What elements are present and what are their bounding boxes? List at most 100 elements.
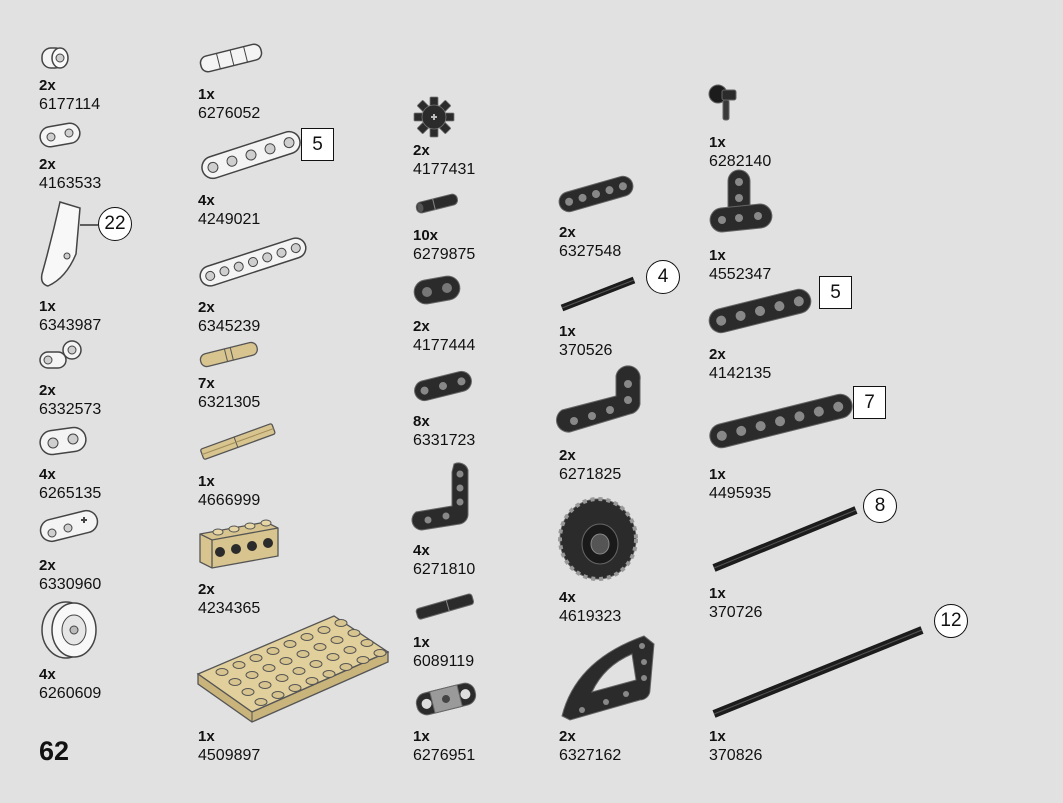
part-number: 4552347: [709, 266, 772, 283]
axle-4-icon: [560, 276, 636, 312]
part-quantity: 1x: [413, 728, 430, 745]
curved-panel-black-icon: [561, 635, 655, 721]
part-number: 6260609: [39, 685, 102, 702]
pin-tan-icon: [199, 341, 258, 368]
brick-1x4-tan-icon: [199, 519, 279, 569]
axle-8-icon: [712, 506, 858, 572]
part-quantity: 8x: [413, 413, 430, 430]
part-number: 6282140: [709, 153, 772, 170]
part-quantity: 1x: [198, 473, 215, 490]
part-number: 6279875: [413, 246, 476, 263]
part-number: 6321305: [198, 394, 261, 411]
part-number: 6343987: [39, 317, 102, 334]
length-badge: 4: [646, 260, 680, 294]
panel-white-icon: [40, 201, 98, 287]
part-number: 6089119: [413, 653, 475, 670]
pin-long-white-icon: [199, 43, 263, 73]
length-badge: 8: [863, 489, 897, 523]
cross-block-icon: [415, 682, 477, 716]
part-number: 6331723: [413, 432, 476, 449]
axle-pin-black-icon: [415, 593, 475, 620]
beam-5-thick-black-icon: [708, 288, 812, 334]
part-number: 6271810: [413, 561, 476, 578]
part-quantity: 1x: [709, 585, 726, 602]
part-number: 4177431: [413, 161, 476, 178]
part-quantity: 2x: [39, 156, 56, 173]
beam-5-black-icon: [558, 175, 634, 213]
length-badge: 22: [98, 207, 132, 241]
t-beam-black-icon: [709, 169, 773, 233]
pin-connector-white-icon: [39, 340, 82, 369]
part-quantity: 2x: [413, 318, 430, 335]
part-quantity: 4x: [413, 542, 430, 559]
axle-tan-icon: [200, 423, 276, 460]
l-beam-black-icon: [556, 365, 641, 433]
part-number: 4142135: [709, 365, 772, 382]
beam-5-white-icon: [201, 130, 301, 180]
part-quantity: 10x: [413, 227, 439, 244]
part-number: 4509897: [198, 747, 261, 764]
part-quantity: 1x: [709, 134, 726, 151]
part-quantity: 2x: [198, 299, 215, 316]
page-number: 62: [39, 736, 70, 766]
part-number: 4495935: [709, 485, 772, 502]
part-number: 6330960: [39, 576, 102, 593]
part-quantity: 2x: [559, 224, 576, 241]
part-number: 4163533: [39, 175, 102, 192]
part-quantity: 1x: [413, 634, 430, 651]
part-quantity: 4x: [39, 466, 56, 483]
part-quantity: 2x: [39, 557, 56, 574]
length-badge: 12: [934, 604, 968, 638]
beam-3-axle-white-icon: [39, 509, 99, 543]
part-number: 6332573: [39, 401, 102, 418]
beam-2-white-icon: [39, 122, 81, 148]
part-quantity: 1x: [709, 728, 726, 745]
part-number: 370826: [709, 747, 763, 764]
part-number: 6271825: [559, 466, 622, 483]
angle-beam-black-icon: [411, 462, 469, 531]
part-number: 370726: [709, 604, 763, 621]
part-number: 4619323: [559, 608, 622, 625]
plate-4x8-tan-icon: [196, 615, 390, 723]
part-quantity: 1x: [709, 247, 726, 264]
part-quantity: 2x: [709, 346, 726, 363]
part-number: 6276951: [413, 747, 476, 764]
beam-7-thick-black-icon: [709, 393, 853, 449]
part-quantity: 1x: [39, 298, 56, 315]
part-number: 370526: [559, 342, 613, 359]
part-quantity: 1x: [709, 466, 726, 483]
part-quantity: 1x: [198, 728, 215, 745]
part-quantity: 7x: [198, 375, 215, 392]
part-quantity: 2x: [39, 77, 56, 94]
part-quantity: 1x: [198, 86, 215, 103]
length-badge: 5: [819, 276, 852, 309]
part-number: 4234365: [198, 600, 261, 617]
part-number: 6327162: [559, 747, 622, 764]
part-number: 6276052: [198, 105, 261, 122]
part-number: 4177444: [413, 337, 476, 354]
length-badge: 7: [853, 386, 886, 419]
part-quantity: 1x: [559, 323, 576, 340]
part-quantity: 2x: [559, 728, 576, 745]
length-badge: 5: [301, 128, 334, 161]
beam-2-black-icon: [413, 275, 461, 305]
part-number: 4666999: [198, 492, 261, 509]
part-quantity: 4x: [198, 192, 215, 209]
part-number: 6345239: [198, 318, 261, 335]
beam-2-thick-white-icon: [39, 426, 87, 456]
beam-7-white-icon: [199, 237, 307, 287]
part-quantity: 2x: [198, 581, 215, 598]
part-quantity: 2x: [413, 142, 430, 159]
part-number: 6177114: [39, 96, 101, 113]
part-number: 6265135: [39, 485, 102, 502]
axle-12-icon: [712, 626, 924, 718]
pin-black-icon: [415, 193, 459, 214]
part-quantity: 4x: [559, 589, 576, 606]
gear-8-tooth-icon: [413, 96, 455, 138]
part-quantity: 2x: [559, 447, 576, 464]
ball-joint-icon: [708, 84, 737, 121]
part-number: 4249021: [198, 211, 261, 228]
beam-3-black-icon: [414, 370, 472, 402]
part-quantity: 2x: [39, 382, 56, 399]
tire-icon: [558, 497, 638, 581]
